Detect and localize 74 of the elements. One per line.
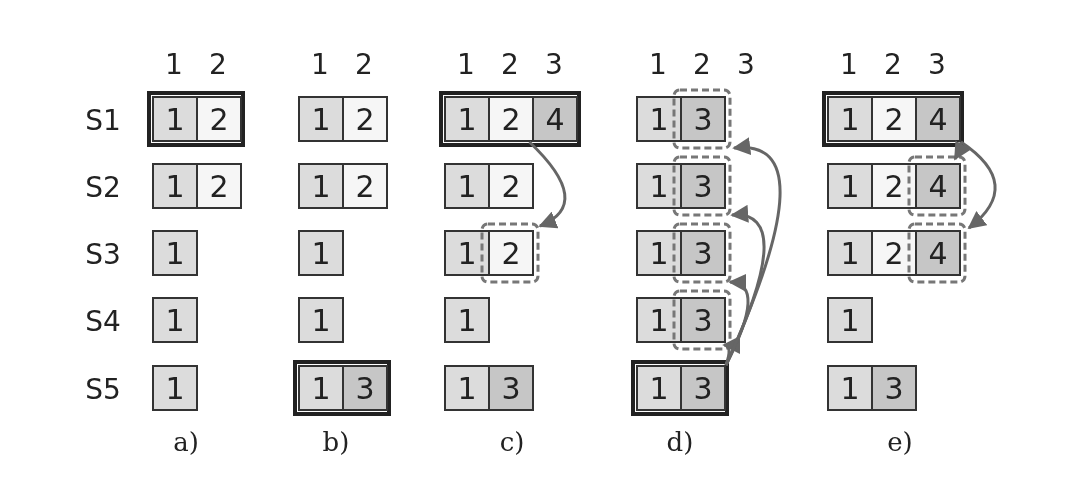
log-entry: 1 [152, 297, 198, 343]
server-label: S4 [85, 304, 121, 338]
index-label: 2 [209, 47, 227, 81]
log-entry: 1 [444, 96, 490, 142]
log-entry: 1 [827, 230, 873, 276]
log-entry: 1 [827, 163, 873, 209]
log-entry: 2 [871, 163, 917, 209]
panel-label: d) [666, 427, 694, 457]
arrow [960, 140, 997, 230]
log-entry: 1 [636, 96, 682, 142]
log-entry: 1 [298, 163, 344, 209]
log-entry: 1 [444, 297, 490, 343]
log-entry: 1 [636, 297, 682, 343]
log-entry: 1 [298, 230, 344, 276]
log-entry: 2 [196, 96, 242, 142]
index-label: 2 [501, 47, 519, 81]
log-entry: 3 [680, 365, 726, 411]
server-label: S5 [85, 372, 121, 406]
panel-label: e) [887, 427, 913, 457]
log-entry: 1 [298, 96, 344, 142]
log-entry: 2 [488, 230, 534, 276]
log-entry: 2 [196, 163, 242, 209]
log-entry: 2 [871, 96, 917, 142]
log-entry: 1 [152, 96, 198, 142]
server-label: S1 [85, 103, 121, 137]
log-entry: 2 [871, 230, 917, 276]
arrow [953, 140, 971, 161]
index-label: 2 [355, 47, 373, 81]
log-entry: 4 [915, 163, 961, 209]
index-label: 2 [693, 47, 711, 81]
log-entry: 1 [444, 365, 490, 411]
panel-label: c) [499, 427, 525, 457]
log-entry: 1 [298, 365, 344, 411]
index-label: 1 [649, 47, 667, 81]
index-label: 1 [840, 47, 858, 81]
log-entry: 1 [636, 230, 682, 276]
index-label: 1 [457, 47, 475, 81]
log-entry: 1 [636, 365, 682, 411]
arrow [528, 140, 567, 228]
log-entry: 1 [152, 365, 198, 411]
index-label: 1 [311, 47, 329, 81]
index-label: 1 [165, 47, 183, 81]
log-entry: 4 [915, 230, 961, 276]
log-entry: 1 [152, 163, 198, 209]
log-entry: 1 [827, 297, 873, 343]
panel-label: b) [322, 427, 350, 457]
index-label: 3 [737, 47, 755, 81]
panel-label: a) [173, 427, 199, 457]
log-entry: 3 [342, 365, 388, 411]
server-label: S3 [85, 237, 121, 271]
log-entry: 1 [827, 365, 873, 411]
log-entry: 1 [444, 163, 490, 209]
log-entry: 3 [680, 163, 726, 209]
index-label: 3 [545, 47, 563, 81]
log-entry: 4 [532, 96, 578, 142]
log-entry: 3 [488, 365, 534, 411]
log-entry: 1 [298, 297, 344, 343]
log-entry: 3 [680, 96, 726, 142]
log-entry: 2 [488, 96, 534, 142]
index-label: 3 [928, 47, 946, 81]
log-entry: 2 [342, 163, 388, 209]
log-entry: 2 [488, 163, 534, 209]
index-label: 2 [884, 47, 902, 81]
log-entry: 4 [915, 96, 961, 142]
log-entry: 2 [342, 96, 388, 142]
log-entry: 1 [636, 163, 682, 209]
log-entry: 3 [871, 365, 917, 411]
log-entry: 1 [444, 230, 490, 276]
log-entry: 3 [680, 230, 726, 276]
log-entry: 3 [680, 297, 726, 343]
log-entry: 1 [152, 230, 198, 276]
server-label: S2 [85, 170, 121, 204]
log-entry: 1 [827, 96, 873, 142]
arrow [724, 138, 782, 366]
